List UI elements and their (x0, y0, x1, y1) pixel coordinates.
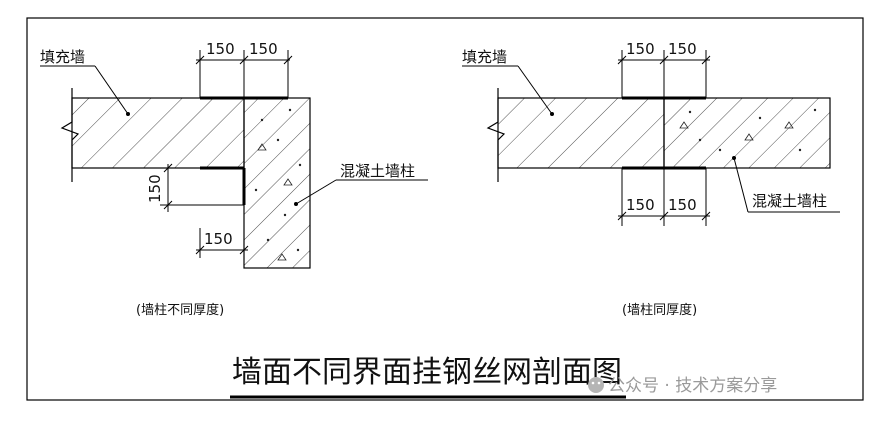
right-fill-wall-label: 填充墙 (462, 48, 507, 66)
left-top-dimension (195, 50, 293, 98)
right-detail: 150 150 150 150 填充墙 混凝土墙柱 (墙柱同厚度) (462, 40, 840, 318)
right-fill-leader-dot (550, 112, 554, 116)
wechat-icon (588, 377, 604, 393)
right-concrete-aggregate (679, 108, 817, 152)
left-caption: (墙柱不同厚度) (136, 302, 224, 318)
right-column-leader-dot (732, 156, 736, 160)
right-top-dimension (617, 50, 711, 98)
watermark-text: 公众号 · 技术方案分享 (608, 376, 777, 396)
right-column-leader (733, 157, 749, 213)
left-bottom-dimension (195, 205, 249, 258)
right-fill-leader (517, 65, 553, 115)
right-concrete-column (663, 97, 831, 169)
left-concrete-aggregate (254, 108, 302, 261)
left-fill-wall (71, 97, 245, 169)
right-bottom-dim-2: 150 (668, 196, 697, 214)
left-detail: 150 150 150 150 填充墙 混凝土墙柱 (墙柱不同厚度) (40, 40, 428, 318)
left-side-dimension (160, 163, 244, 212)
left-fill-wall-label: 填充墙 (40, 48, 85, 66)
right-top-dim-1: 150 (626, 40, 655, 58)
drawing-frame (26, 17, 864, 401)
right-top-dim-2: 150 (668, 40, 697, 58)
left-side-dim: 150 (146, 174, 164, 203)
right-caption: (墙柱同厚度) (622, 302, 697, 318)
left-column-label: 混凝土墙柱 (340, 162, 415, 180)
left-break-line (60, 88, 80, 182)
right-fill-wall (497, 97, 665, 169)
left-concrete-column (243, 97, 311, 269)
left-fill-leader-dot (126, 112, 130, 116)
left-fill-leader (94, 65, 129, 115)
watermark: 公众号 · 技术方案分享 (588, 376, 777, 396)
right-bottom-dim-1: 150 (626, 196, 655, 214)
left-top-dim-2: 150 (249, 40, 278, 58)
left-bottom-dim: 150 (204, 230, 233, 248)
drawing-title: 墙面不同界面挂钢丝网剖面图 (232, 355, 622, 390)
right-break-line (486, 88, 506, 182)
left-column-leader (295, 179, 337, 205)
left-top-dim-1: 150 (206, 40, 235, 58)
left-column-leader-dot (294, 202, 298, 206)
right-bottom-dimension (617, 168, 711, 226)
right-column-label: 混凝土墙柱 (752, 192, 827, 210)
